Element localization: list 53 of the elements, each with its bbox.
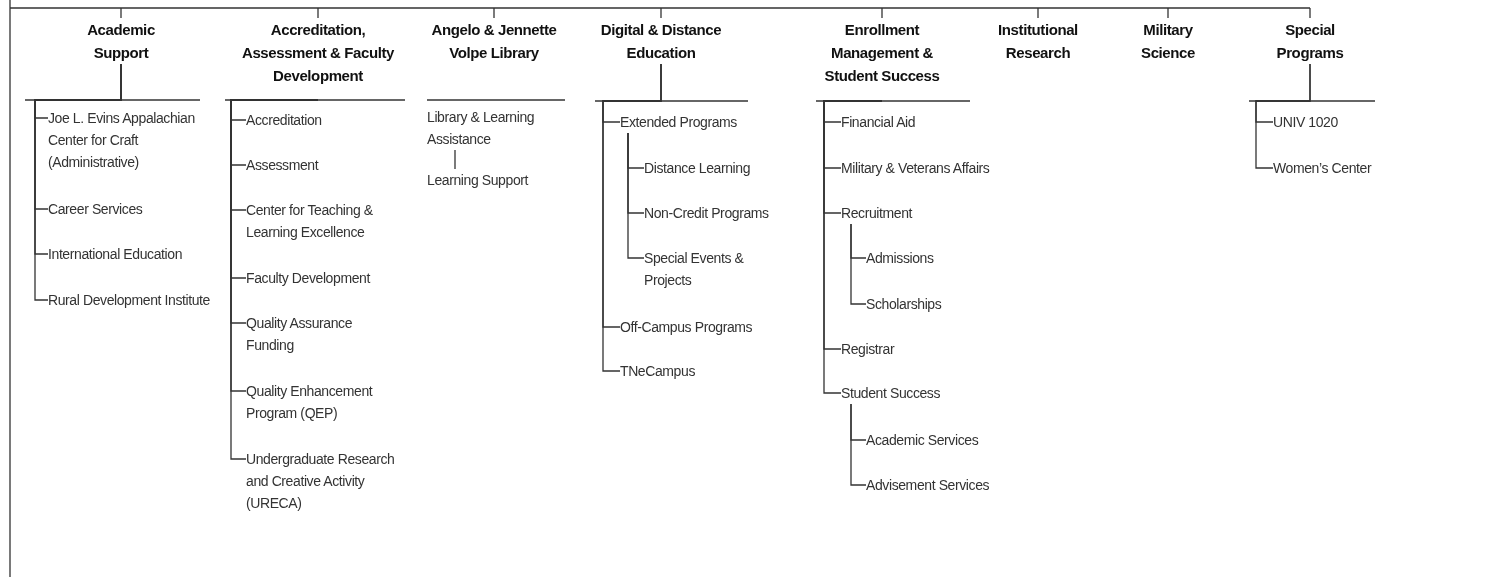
unit-label: Center for Teaching & Learning Excellence — [246, 199, 418, 243]
unit-label: Library & Learning Assistance — [427, 106, 562, 150]
connector-line — [317, 7, 319, 19]
unit-label: Joe L. Evins Appalachian Center for Craft (Administrative) — [48, 107, 220, 173]
unit-label: Quality Enhancement Program (QEP) — [246, 380, 411, 424]
connector-line — [120, 7, 122, 19]
connector-line — [34, 63, 122, 301]
unit-heading: Academic Support — [71, 18, 171, 64]
connector-line — [1037, 7, 1039, 19]
unit-label: Undergraduate Research and Creative Activity (URECA) — [246, 448, 418, 514]
unit-label: Scholarships — [866, 293, 1026, 315]
unit-heading: Military Science — [1128, 18, 1208, 64]
unit-label: Financial Aid — [841, 111, 1031, 133]
connector-line — [850, 223, 867, 305]
unit-label: Military & Veterans Affairs — [841, 157, 1031, 179]
connector-line — [1309, 7, 1311, 19]
connector-line — [454, 149, 456, 170]
unit-label: Assessment — [246, 154, 418, 176]
connector-line — [627, 132, 645, 259]
unit-heading: Accreditation, Assessment & Faculty Development — [232, 18, 404, 100]
unit-label: Special Events & Projects — [644, 247, 749, 291]
unit-label: UNIV 1020 — [1273, 111, 1423, 133]
unit-label: Off-Campus Programs — [620, 316, 790, 338]
unit-label: Rural Development Institute — [48, 289, 220, 311]
connector-line — [881, 7, 883, 19]
unit-label: Learning Support — [427, 169, 562, 191]
unit-heading: Angelo & Jennette Volpe Library — [419, 18, 569, 100]
unit-label: Faculty Development — [246, 267, 418, 289]
unit-label: Non-Credit Programs — [644, 202, 794, 224]
unit-label: International Education — [48, 243, 220, 265]
connector-line — [660, 7, 662, 19]
unit-heading: Digital & Distance Education — [586, 18, 736, 64]
connector-line — [1255, 63, 1311, 169]
unit-label: Admissions — [866, 247, 1026, 269]
unit-label: Women’s Center — [1273, 157, 1423, 179]
unit-label: TNeCampus — [620, 360, 790, 382]
unit-label: Student Success — [841, 382, 1031, 404]
unit-label: Recruitment — [841, 202, 1031, 224]
connector-line — [230, 99, 319, 460]
unit-label: Quality Assurance Funding — [246, 312, 396, 356]
unit-label: Registrar — [841, 338, 1031, 360]
unit-label: Distance Learning — [644, 157, 794, 179]
unit-heading: Special Programs — [1265, 18, 1355, 64]
unit-label: Advisement Services — [866, 474, 1026, 496]
connector-line — [1167, 7, 1169, 19]
unit-label: Extended Programs — [620, 111, 790, 133]
connector-line — [850, 403, 867, 486]
unit-heading: Enrollment Management & Student Success — [809, 18, 955, 101]
unit-label: Academic Services — [866, 429, 1026, 451]
connector-line — [493, 7, 495, 19]
unit-heading: Institutional Research — [983, 18, 1093, 64]
unit-label: Accreditation — [246, 109, 418, 131]
unit-label: Career Services — [48, 198, 220, 220]
